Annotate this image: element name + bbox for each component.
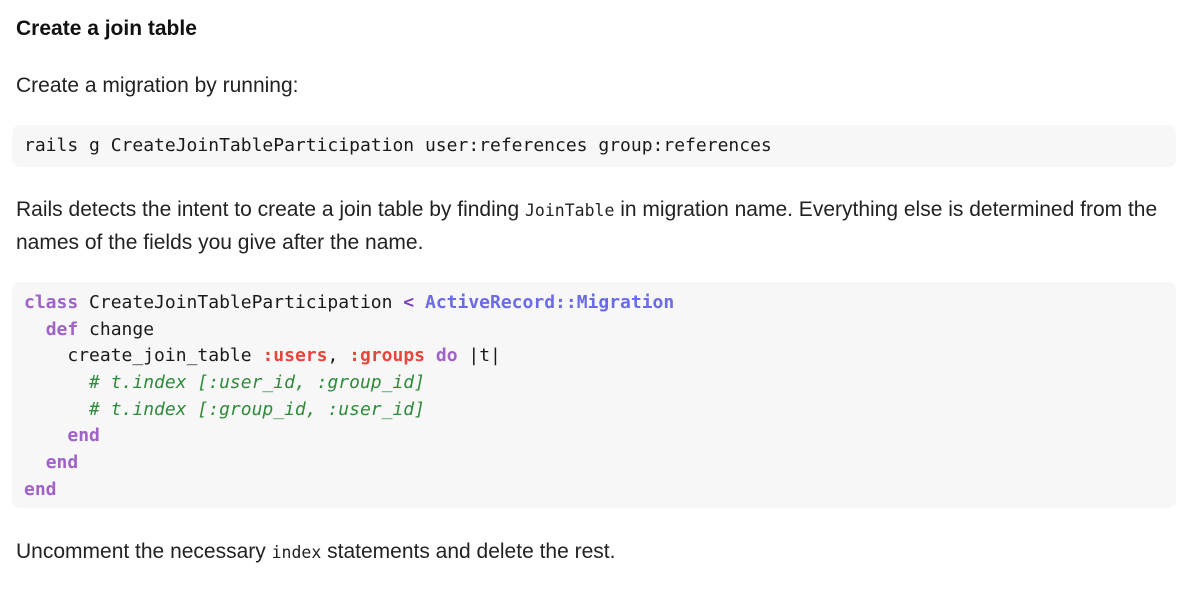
command-code-block[interactable]: rails g CreateJoinTableParticipation use… <box>12 125 1176 167</box>
closing-paragraph: Uncomment the necessary index statements… <box>16 536 1176 569</box>
code-line-8: end <box>24 477 1176 504</box>
explanation-text-before: Rails detects the intent to create a joi… <box>16 198 525 221</box>
comment-index-2: # t.index [:group_id, :user_id] <box>89 398 425 420</box>
closing-text-after: statements and delete the rest. <box>321 540 616 563</box>
code-line-3: create_join_table :users, :groups do |t| <box>67 345 501 367</box>
inline-code-jointable: JoinTable <box>524 201 615 220</box>
code-line-2: def change <box>24 317 1176 344</box>
class-name: CreateJoinTableParticipation <box>78 292 404 313</box>
symbol-users: :users <box>262 345 328 367</box>
keyword-def: def <box>45 318 79 340</box>
keyword-do: do <box>435 345 458 367</box>
keyword-end-def: end <box>45 452 79 474</box>
explanation-text-after: in migration name. Everything else is de… <box>16 198 1158 254</box>
code-line-1: class CreateJoinTableParticipation < Act… <box>24 290 1176 317</box>
method-name: change <box>78 318 155 340</box>
inline-code-index: index <box>271 543 322 562</box>
code-line-6: end <box>24 423 1176 450</box>
inherit-operator: < <box>403 292 415 313</box>
closing-text-before: Uncomment the necessary <box>16 540 272 563</box>
explanation-paragraph: Rails detects the intent to create a joi… <box>16 194 1176 259</box>
method-call: create_join_table <box>67 345 263 367</box>
code-line-5: # t.index [:group_id, :user_id] <box>24 397 1176 424</box>
migration-code-block[interactable]: class CreateJoinTableParticipation < Act… <box>12 282 1176 508</box>
keyword-end-block: end <box>67 425 100 447</box>
symbol-groups: :groups <box>349 345 426 367</box>
code-line-4: # t.index [:user_id, :group_id] <box>24 370 1176 397</box>
intro-paragraph: Create a migration by running: <box>16 74 299 97</box>
keyword-class: class <box>24 292 79 313</box>
keyword-end-class: end <box>24 478 57 500</box>
comment-index-1: # t.index [:user_id, :group_id] <box>89 372 425 394</box>
parent-class: ActiveRecord::Migration <box>424 292 675 313</box>
section-heading: Create a join table <box>16 17 197 40</box>
block-param: |t| <box>457 345 501 367</box>
command-text: rails g CreateJoinTableParticipation use… <box>24 135 772 156</box>
code-line-7: end <box>24 450 1176 477</box>
